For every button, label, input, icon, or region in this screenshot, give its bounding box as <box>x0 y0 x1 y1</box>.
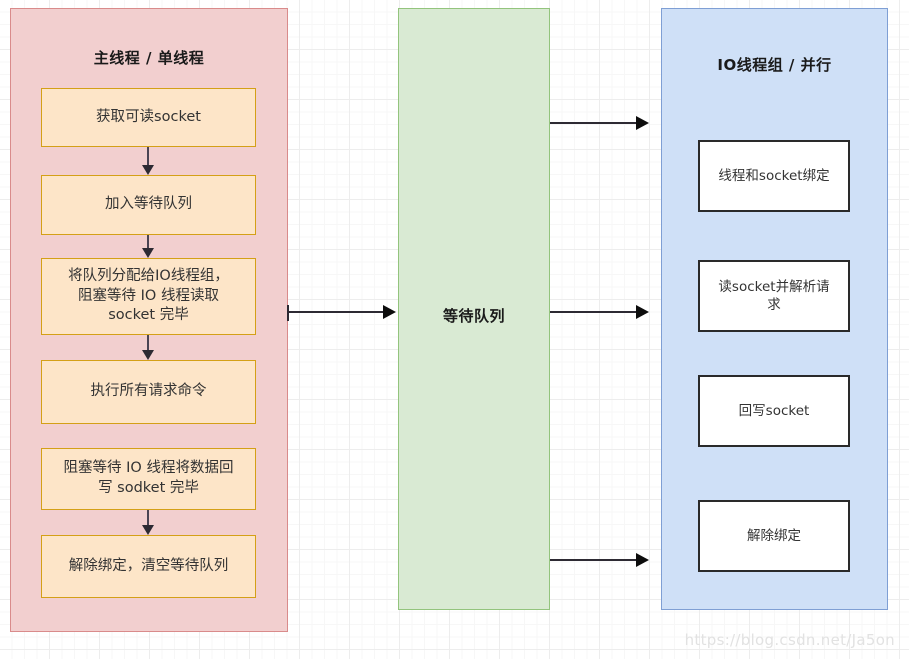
lane-waiting-queue-title: 等待队列 <box>442 307 505 325</box>
step-main-2-label: 加入等待队列 <box>105 196 192 213</box>
step-main-1[interactable]: 获取可读socket <box>41 88 256 147</box>
step-io-1[interactable]: 线程和socket绑定 <box>698 140 850 212</box>
step-main-2[interactable]: 加入等待队列 <box>41 175 256 235</box>
lane-main-thread-title: 主线程 / 单线程 <box>93 49 205 67</box>
step-main-5-label: 阻塞等待 IO 线程将数据回 写 sodket 完毕 <box>63 460 234 496</box>
connector-queue-to-io-middle-line <box>550 311 638 313</box>
lane-io-thread-group-title: IO线程组 / 并行 <box>717 56 832 74</box>
step-main-6[interactable]: 解除绑定，清空等待队列 <box>41 535 256 598</box>
step-main-4-label: 执行所有请求命令 <box>90 383 207 400</box>
connector-main-5-to-6-line <box>147 510 149 527</box>
connector-main-2-to-3-line <box>147 235 149 250</box>
connector-queue-to-io-top-arrow <box>636 116 649 130</box>
step-main-6-label: 解除绑定，清空等待队列 <box>68 557 229 574</box>
step-io-3-label: 回写socket <box>738 402 810 419</box>
connector-main-5-to-6-arrow <box>142 525 154 535</box>
step-io-2-label: 读socket并解析请 求 <box>718 278 830 313</box>
step-io-3[interactable]: 回写socket <box>698 375 850 447</box>
connector-main-3-to-4-arrow <box>142 350 154 360</box>
connector-queue-to-io-top-line <box>550 122 638 124</box>
step-io-1-label: 线程和socket绑定 <box>718 167 830 184</box>
lane-waiting-queue: 等待队列 <box>398 8 550 610</box>
connector-queue-to-io-bottom-line <box>550 559 638 561</box>
connector-main-to-queue-line <box>287 311 385 313</box>
step-main-1-label: 获取可读socket <box>96 108 201 125</box>
step-main-5[interactable]: 阻塞等待 IO 线程将数据回 写 sodket 完毕 <box>41 448 256 510</box>
step-main-3[interactable]: 将队列分配给IO线程组， 阻塞等待 IO 线程读取 socket 完毕 <box>41 258 256 335</box>
connector-main-2-to-3-arrow <box>142 248 154 258</box>
step-io-4-label: 解除绑定 <box>747 527 801 544</box>
step-io-2[interactable]: 读socket并解析请 求 <box>698 260 850 332</box>
connector-main-3-to-4-line <box>147 335 149 352</box>
connector-main-1-to-2-arrow <box>142 165 154 175</box>
connector-main-to-queue-stub <box>287 305 289 321</box>
connector-queue-to-io-bottom-arrow <box>636 553 649 567</box>
connector-main-to-queue-arrow <box>383 305 396 319</box>
watermark-text: https://blog.csdn.net/Ja5on <box>684 631 895 649</box>
connector-queue-to-io-middle-arrow <box>636 305 649 319</box>
step-io-4[interactable]: 解除绑定 <box>698 500 850 572</box>
step-main-4[interactable]: 执行所有请求命令 <box>41 360 256 424</box>
connector-main-1-to-2-line <box>147 147 149 167</box>
step-main-3-label: 将队列分配给IO线程组， 阻塞等待 IO 线程读取 socket 完毕 <box>68 268 229 324</box>
